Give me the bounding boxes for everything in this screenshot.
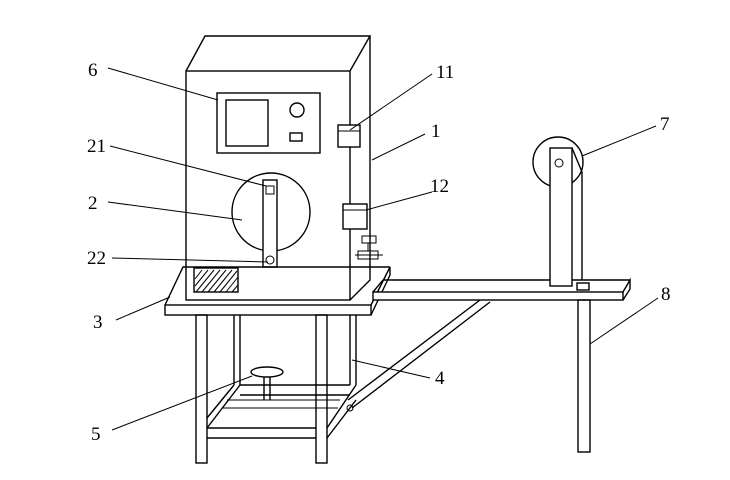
label-1: 1 xyxy=(431,121,441,142)
indicator-light xyxy=(265,255,275,265)
sight-window xyxy=(262,179,278,268)
label-12: 12 xyxy=(430,176,449,197)
label-2: 2 xyxy=(88,193,98,214)
drum xyxy=(231,172,311,268)
part-labels: 6 21 2 22 3 5 4 11 1 12 7 8 xyxy=(87,60,671,445)
label-22: 22 xyxy=(87,248,106,269)
label-6: 6 xyxy=(88,60,98,81)
stand-frame xyxy=(195,314,357,464)
vent-grille xyxy=(193,267,239,293)
panel-button xyxy=(289,132,303,142)
label-4: 4 xyxy=(435,368,445,389)
side-fitting xyxy=(355,235,383,260)
control-panel xyxy=(216,92,321,154)
support-beam xyxy=(372,277,631,453)
side-box-11 xyxy=(337,124,361,148)
foot-pedal xyxy=(250,366,284,400)
label-11: 11 xyxy=(436,62,454,83)
spool-holder xyxy=(532,136,584,287)
label-21: 21 xyxy=(87,136,106,157)
side-box-12 xyxy=(342,203,368,230)
label-5: 5 xyxy=(91,424,101,445)
label-8: 8 xyxy=(661,284,671,305)
label-3: 3 xyxy=(93,312,103,333)
leader-lines xyxy=(107,67,659,431)
control-knob xyxy=(289,102,305,118)
label-7: 7 xyxy=(660,114,670,135)
cabinet xyxy=(185,35,372,301)
display-screen xyxy=(225,99,269,147)
diagonal-brace xyxy=(346,299,491,412)
